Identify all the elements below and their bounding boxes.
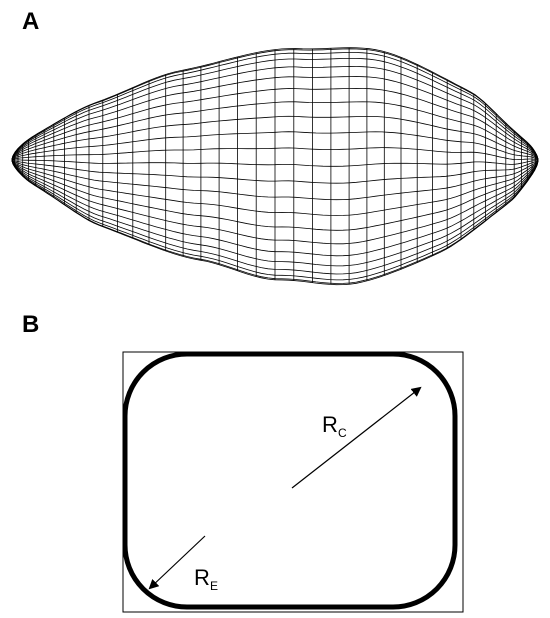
re-arrow [148, 535, 206, 590]
rounded-rectangle [122, 351, 458, 610]
rc-subscript: C [338, 426, 347, 440]
wireframe-mesh [11, 47, 539, 286]
re-symbol: R [194, 565, 210, 590]
rc-arrow [291, 386, 422, 489]
panel-a-label: A [22, 8, 40, 35]
rc-symbol: R [322, 412, 338, 437]
bounding-box [122, 351, 464, 613]
panel-b-label: B [22, 311, 40, 338]
mesh-diagram [11, 47, 539, 286]
re-subscript: E [210, 579, 218, 593]
